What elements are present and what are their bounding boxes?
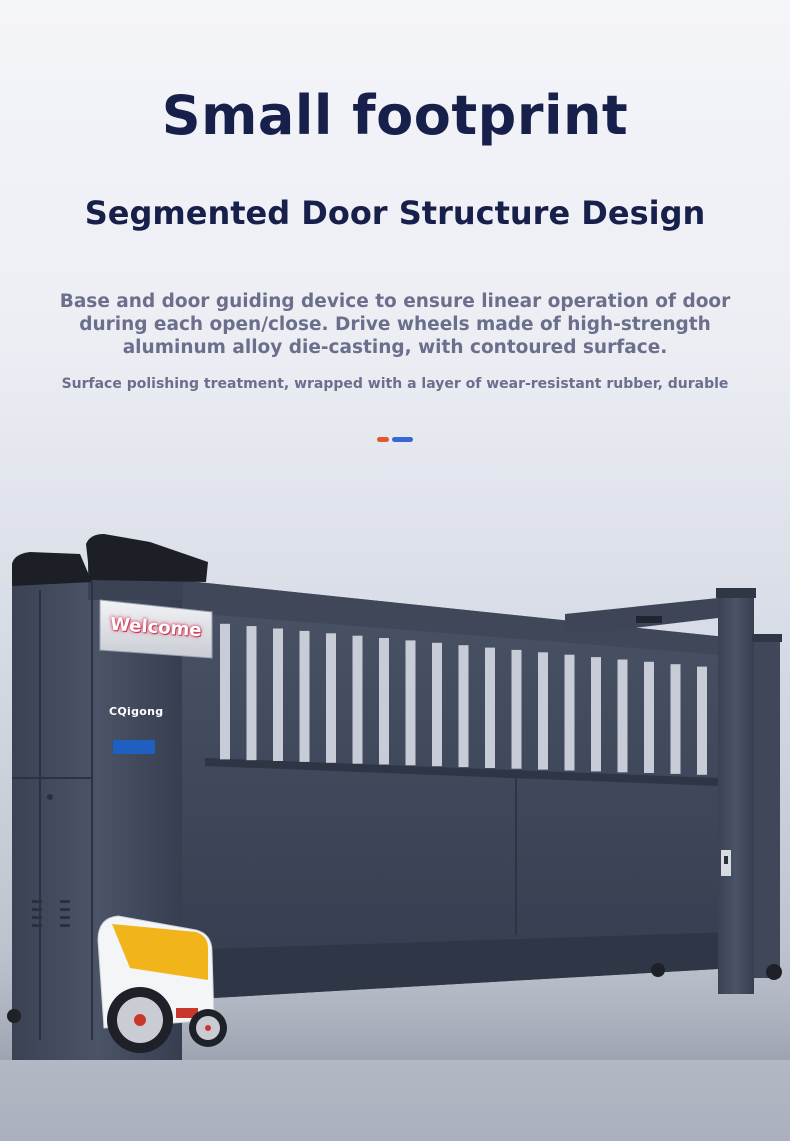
railing-gap bbox=[697, 666, 707, 775]
feature-note: Surface polishing treatment, wrapped wit… bbox=[61, 376, 729, 392]
feature-description: Base and door guiding device to ensure l… bbox=[59, 291, 731, 358]
railing-gap bbox=[273, 628, 283, 761]
railing-gap bbox=[511, 649, 522, 769]
railing-gap bbox=[405, 640, 416, 766]
support-wheel bbox=[7, 1009, 21, 1023]
support-wheel bbox=[766, 964, 782, 980]
railing-gap bbox=[670, 664, 681, 774]
railing-gap bbox=[379, 638, 389, 765]
railing-gap bbox=[432, 642, 442, 767]
railing-gap bbox=[220, 623, 230, 760]
page-title: Small footprint bbox=[161, 84, 629, 147]
carousel-indicator bbox=[377, 437, 413, 443]
railing-gap bbox=[564, 654, 575, 771]
railing-gap bbox=[352, 635, 363, 764]
support-wheel bbox=[651, 963, 665, 977]
railing-gap bbox=[326, 633, 336, 763]
railing-gap bbox=[485, 647, 495, 768]
railing-gap bbox=[246, 626, 257, 761]
railing-gap bbox=[617, 659, 628, 773]
drive-wheel-large bbox=[107, 987, 173, 1053]
head-cap-right bbox=[86, 534, 208, 582]
railing-gap bbox=[538, 652, 548, 770]
brand-label: CQigong bbox=[109, 705, 164, 718]
page-subtitle: Segmented Door Structure Design bbox=[84, 194, 706, 232]
railing-gap bbox=[299, 630, 310, 762]
head-cap-left bbox=[12, 552, 92, 586]
indicator-dot[interactable] bbox=[392, 437, 413, 442]
railing-gap bbox=[458, 645, 469, 768]
sliding-gate-illustration bbox=[0, 534, 790, 1060]
railing-gap bbox=[644, 661, 654, 773]
welcome-sign bbox=[99, 599, 213, 659]
railing-gap bbox=[591, 657, 601, 772]
nameplate bbox=[113, 740, 155, 754]
drive-wheel-small bbox=[189, 1009, 227, 1047]
indicator-dot-active[interactable] bbox=[377, 437, 389, 442]
gate-railing bbox=[220, 623, 707, 775]
right-post bbox=[718, 592, 754, 994]
